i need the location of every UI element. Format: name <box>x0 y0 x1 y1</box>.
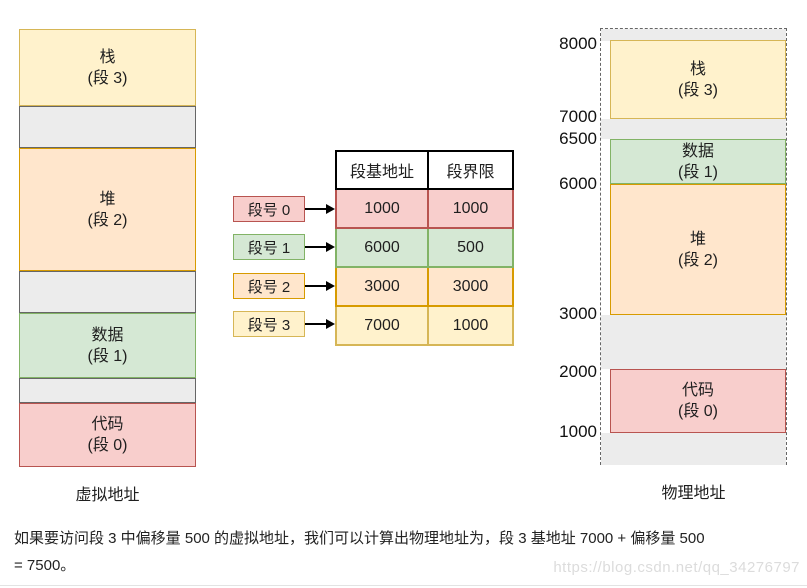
explanation-line-1: 如果要访问段 3 中偏移量 500 的虚拟地址，我们可以计算出物理地址为，段 3… <box>14 530 705 547</box>
block-name: 数据 <box>91 326 124 344</box>
segment-label-1: 段号 1 <box>233 234 305 260</box>
physical-free-space <box>601 433 786 465</box>
arrow-right-icon <box>305 204 335 214</box>
address-label-6500: 6500 <box>559 129 597 148</box>
block-seg: (段 0) <box>677 403 718 420</box>
block-seg: (段 1) <box>677 163 718 181</box>
cell-limit: 500 <box>427 227 514 268</box>
virtual-free-space <box>19 106 196 148</box>
segment-label-2: 段号 2 <box>233 273 305 299</box>
table-row: 3000 3000 <box>335 266 514 307</box>
virtual-free-space <box>19 271 196 313</box>
cell-limit: 1000 <box>427 188 514 229</box>
table-row: 1000 1000 <box>335 188 514 229</box>
arrow-right-icon <box>305 319 335 329</box>
physical-memory-container: 栈 (段 3) 数据 (段 1) 堆 (段 2) 代码 (段 0) <box>600 28 787 465</box>
address-label-8000: 8000 <box>559 34 597 53</box>
cell-limit: 1000 <box>427 305 514 346</box>
address-label-2000: 2000 <box>559 362 597 381</box>
block-name: 代码 <box>91 416 124 433</box>
physical-block-heap: 堆 (段 2) <box>610 184 786 315</box>
block-name: 堆 <box>99 190 116 208</box>
block-name: 堆 <box>689 230 706 248</box>
cell-limit: 3000 <box>427 266 514 307</box>
virtual-free-space <box>19 378 196 403</box>
virtual-block-stack: 栈 (段 3) <box>19 29 196 106</box>
virtual-address-caption: 虚拟地址 <box>75 487 140 504</box>
block-seg: (段 2) <box>677 251 718 269</box>
cell-base: 7000 <box>335 305 429 346</box>
block-seg: (段 3) <box>87 69 128 87</box>
address-label-3000: 3000 <box>559 304 597 323</box>
virtual-block-code: 代码 (段 0) <box>19 403 196 467</box>
block-seg: (段 2) <box>87 211 128 229</box>
cell-base: 3000 <box>335 266 429 307</box>
physical-address-caption: 物理地址 <box>661 485 726 502</box>
explanation-text: 如果要访问段 3 中偏移量 500 的虚拟地址，我们可以计算出物理地址为，段 3… <box>14 525 796 579</box>
block-seg: (段 0) <box>87 437 128 454</box>
table-header-row: 段基地址 段界限 <box>335 150 514 190</box>
segment-label-3: 段号 3 <box>233 311 305 337</box>
physical-block-stack: 栈 (段 3) <box>610 40 786 119</box>
physical-free-space <box>601 315 786 369</box>
physical-block-code: 代码 (段 0) <box>610 369 786 433</box>
address-label-6000: 6000 <box>559 174 597 193</box>
header-limit: 段界限 <box>427 150 514 190</box>
block-name: 代码 <box>681 382 714 399</box>
block-name: 栈 <box>99 48 116 66</box>
arrow-right-icon <box>305 281 335 291</box>
arrow-right-icon <box>305 242 335 252</box>
block-name: 数据 <box>681 142 714 160</box>
block-seg: (段 3) <box>677 81 718 99</box>
explanation-line-2: = 7500。 <box>14 557 76 574</box>
physical-free-space <box>601 29 786 41</box>
cell-base: 6000 <box>335 227 429 268</box>
table-row: 7000 1000 <box>335 305 514 346</box>
block-name: 栈 <box>689 60 706 78</box>
segment-table: 段基地址 段界限 1000 1000 6000 500 3000 3000 70… <box>335 150 514 346</box>
physical-block-data: 数据 (段 1) <box>610 139 786 184</box>
table-row: 6000 500 <box>335 227 514 268</box>
address-label-7000: 7000 <box>559 107 597 126</box>
segment-label-0: 段号 0 <box>233 196 305 222</box>
cell-base: 1000 <box>335 188 429 229</box>
block-seg: (段 1) <box>87 347 128 365</box>
divider <box>0 585 807 586</box>
watermark-url: https://blog.csdn.net/qq_34276797 <box>553 559 800 576</box>
address-label-1000: 1000 <box>559 422 597 441</box>
header-base-address: 段基地址 <box>335 150 429 190</box>
physical-free-space <box>601 119 786 139</box>
virtual-block-data: 数据 (段 1) <box>19 313 196 378</box>
virtual-block-heap: 堆 (段 2) <box>19 148 196 271</box>
